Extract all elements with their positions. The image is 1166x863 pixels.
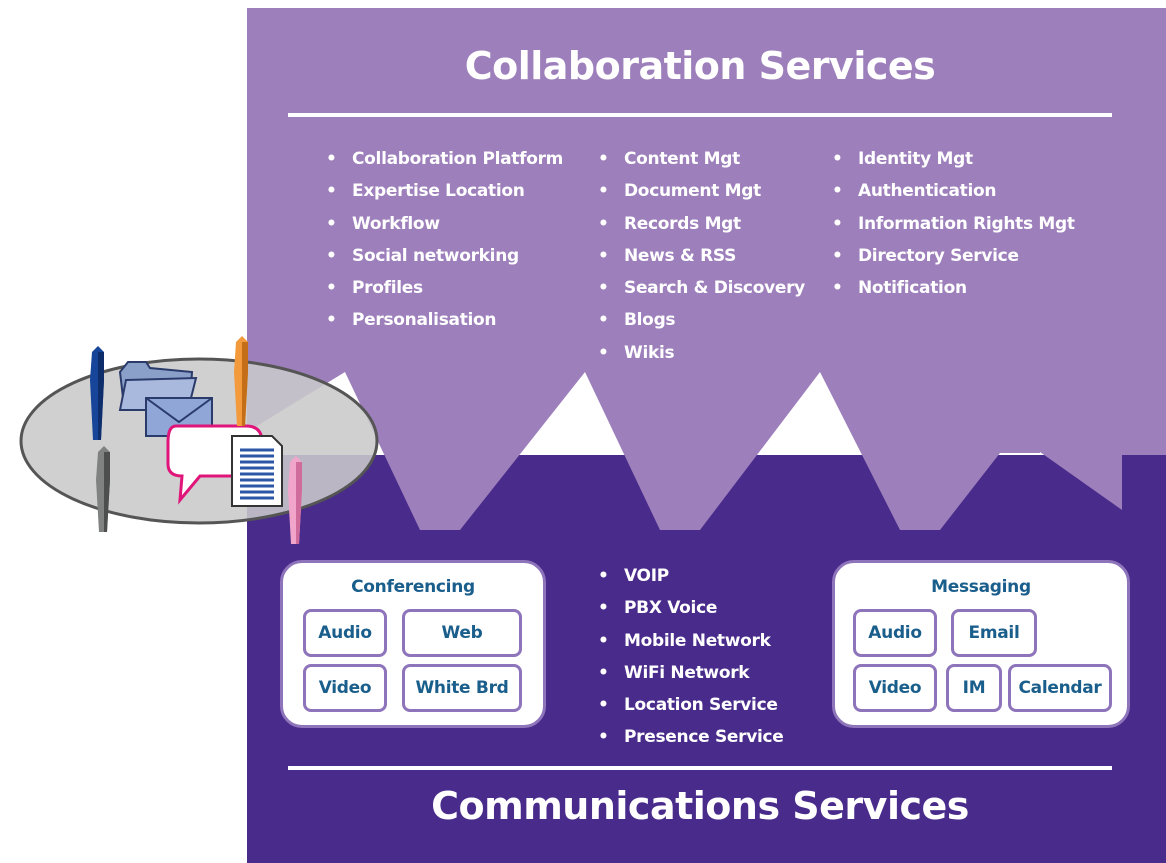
collaboration-service-item: Authentication <box>832 175 1075 207</box>
collaboration-title: Collaboration Services <box>464 44 936 88</box>
network-service-item: Presence Service <box>598 721 784 753</box>
collaboration-service-item: Wikis <box>598 337 805 369</box>
collaboration-title-divider <box>288 113 1112 117</box>
document-icon <box>231 435 283 507</box>
collaboration-list-col3: Identity MgtAuthenticationInformation Ri… <box>832 143 1075 304</box>
network-service-item: Location Service <box>598 689 784 721</box>
collaboration-table-illustration <box>19 336 379 544</box>
network-services-list: VOIPPBX VoiceMobile NetworkWiFi NetworkL… <box>598 560 784 754</box>
collaboration-service-item: Information Rights Mgt <box>832 208 1075 240</box>
collaboration-service-item: Workflow <box>326 208 563 240</box>
collaboration-service-item: News & RSS <box>598 240 805 272</box>
messaging-panel: Messaging Audio Email Video IM Calendar <box>832 560 1130 728</box>
collaboration-service-item: Collaboration Platform <box>326 143 563 175</box>
conferencing-web-chip: Web <box>402 609 522 657</box>
people-figure-icon <box>234 336 248 426</box>
messaging-email-chip: Email <box>951 609 1037 657</box>
network-service-item: WiFi Network <box>598 657 784 689</box>
collaboration-service-item: Identity Mgt <box>832 143 1075 175</box>
conferencing-panel: Conferencing Audio Web Video White Brd <box>280 560 546 728</box>
collaboration-service-item: Search & Discovery <box>598 272 805 304</box>
collaboration-service-item: Social networking <box>326 240 563 272</box>
messaging-video-chip: Video <box>853 664 937 712</box>
communications-title: Communications Services <box>431 784 969 828</box>
conferencing-whiteboard-chip: White Brd <box>402 664 522 712</box>
people-figure-icon <box>96 446 110 532</box>
conferencing-video-chip: Video <box>303 664 387 712</box>
communications-title-divider <box>288 766 1112 770</box>
network-service-item: PBX Voice <box>598 592 784 624</box>
people-figure-icon <box>90 346 104 440</box>
collaboration-service-item: Records Mgt <box>598 208 805 240</box>
collaboration-service-item: Content Mgt <box>598 143 805 175</box>
network-service-item: Mobile Network <box>598 625 784 657</box>
collaboration-list-col2: Content MgtDocument MgtRecords MgtNews &… <box>598 143 805 369</box>
collaboration-service-item: Expertise Location <box>326 175 563 207</box>
collaboration-service-item: Notification <box>832 272 1075 304</box>
messaging-audio-chip: Audio <box>853 609 937 657</box>
collaboration-service-item: Blogs <box>598 304 805 336</box>
messaging-calendar-chip: Calendar <box>1008 664 1112 712</box>
collaboration-service-item: Document Mgt <box>598 175 805 207</box>
collaboration-list-col1: Collaboration PlatformExpertise Location… <box>326 143 563 337</box>
collaboration-service-item: Profiles <box>326 272 563 304</box>
messaging-im-chip: IM <box>946 664 1002 712</box>
conferencing-audio-chip: Audio <box>303 609 387 657</box>
collaboration-service-item: Directory Service <box>832 240 1075 272</box>
network-service-item: VOIP <box>598 560 784 592</box>
people-figure-icon <box>288 456 302 544</box>
messaging-title: Messaging <box>931 577 1031 597</box>
conferencing-title: Conferencing <box>351 577 475 597</box>
collaboration-service-item: Personalisation <box>326 304 563 336</box>
